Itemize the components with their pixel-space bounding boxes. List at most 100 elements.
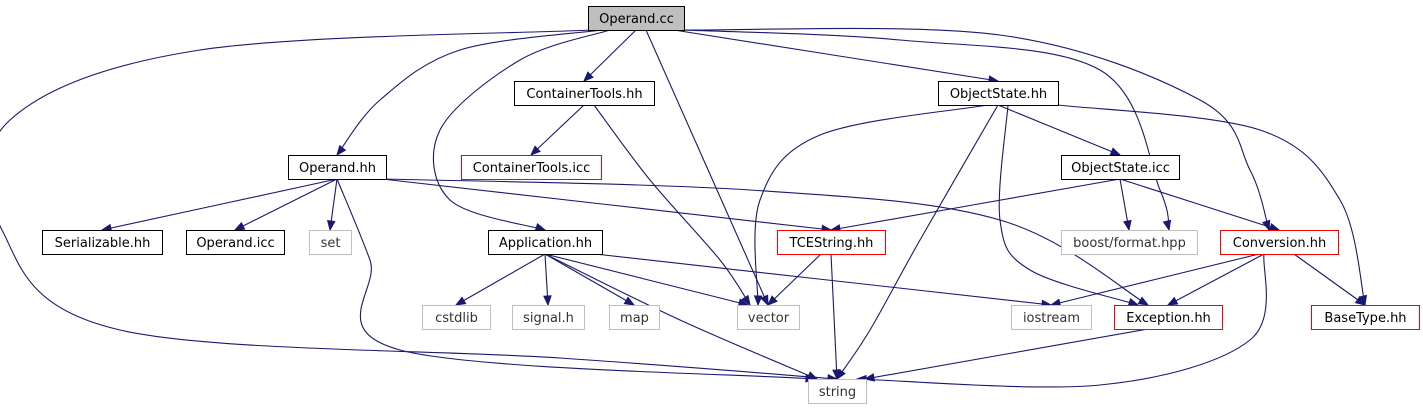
edge-line [0,29,838,380]
edge-line [864,328,1149,380]
edge-container-tools-hh-to-vector [593,104,751,307]
edge-arrowhead [233,221,246,231]
edge-object-state-icc-to-conversion-hh [1119,178,1281,232]
edge-application-hh-to-cstdlib [454,253,546,306]
edge-line [455,253,546,306]
node-box [1061,230,1198,255]
edge-line [336,29,603,156]
edge-operand-cc-to-conversion-hh [683,27,1271,232]
node-label: ContainerTools.icc [473,161,591,176]
edge-arrowhead [543,295,552,307]
node-label: Operand.cc [599,12,674,27]
node-label: ContainerTools.hh [526,87,642,102]
node-label: ObjectState.icc [1071,161,1170,176]
node-boost-format-hpp: boost/format.hpp [1061,230,1198,255]
edge-operand-cc-to-application-hh [432,29,611,232]
node-label: string [819,385,856,400]
edge-arrowhead [454,296,467,306]
edge-line [767,253,822,306]
node-label: Application.hh [499,236,592,251]
edge-arrowhead [753,295,763,307]
edge-object-state-hh-to-exception-hh [998,104,1140,307]
edge-tcestring-hh-to-string [830,253,841,381]
node-box [309,230,352,255]
node-box [1061,155,1180,180]
edge-arrowhead [1137,296,1150,306]
node-application-hh[interactable]: Application.hh [488,230,603,255]
node-signal-h: signal.h [512,305,585,330]
node-label: Operand.hh [299,161,376,176]
node-serializable-hh[interactable]: Serializable.hh [42,230,163,255]
node-tcestring-hh[interactable]: TCEString.hh [777,230,886,255]
edge-arrowhead [767,295,778,306]
edge-object-state-hh-to-vector [753,104,989,307]
edge-line [754,104,989,306]
edge-line [1167,253,1265,306]
node-label: Operand.icc [196,236,274,251]
node-base-type-hh[interactable]: BaseType.hh [1311,305,1420,330]
edge-line [645,29,769,306]
edge-conversion-hh-to-base-type-hh [1293,253,1367,306]
node-label: iostream [1023,311,1080,326]
edge-arrowhead [623,296,636,306]
edge-line [830,253,838,380]
edge-arrowhead [326,219,336,232]
node-label: set [321,236,341,251]
node-label: Exception.hh [1126,311,1211,326]
edge-operand-cc-to-operand-hh [336,29,603,157]
edge-arrowhead [863,373,876,382]
node-container-tools-icc[interactable]: ContainerTools.icc [461,155,602,180]
edge-line [1119,178,1280,231]
edge-operand-hh-to-operand-icc [233,178,338,231]
node-cstdlib: cstdlib [422,305,491,330]
node-box [588,6,685,31]
node-box [488,230,603,255]
edge-line [683,27,1270,231]
edge-conversion-hh-to-iostream [1049,253,1260,307]
node-object-state-icc[interactable]: ObjectState.icc [1061,155,1180,180]
node-label: vector [748,311,790,326]
edge-line [544,253,749,306]
edge-line [998,104,1139,306]
edge-line [101,178,338,231]
edge-object-state-hh-to-object-state-icc [997,104,1122,156]
edge-line [432,29,611,231]
edge-line [381,178,832,231]
node-map: map [609,305,660,330]
node-box [512,305,585,330]
node-label: BaseType.hh [1324,311,1406,326]
node-vector: vector [737,305,800,330]
node-label: boost/format.hpp [1073,236,1186,251]
node-exception-hh[interactable]: Exception.hh [1114,305,1223,330]
edge-arrowhead [806,371,819,380]
node-operand-icc[interactable]: Operand.icc [186,230,285,255]
node-container-tools-hh[interactable]: ContainerTools.hh [514,81,655,106]
node-operand-hh[interactable]: Operand.hh [288,155,387,180]
edge-operand-hh-to-set [326,178,338,232]
node-box [737,305,800,330]
node-label: Serializable.hh [55,236,151,251]
edge-arrowhead [534,223,547,232]
edge-operand-hh-to-string [336,178,817,383]
edge-operand-cc-to-object-state-hh [673,29,1000,84]
node-conversion-hh[interactable]: Conversion.hh [1220,230,1339,255]
node-string: string [808,379,867,404]
edge-application-hh-to-string [544,253,819,380]
edge-application-hh-to-map [544,253,636,306]
edge-line [594,253,1052,306]
edge-object-state-icc-to-tcestring-hh [829,178,1121,233]
node-box [1220,230,1339,255]
edge-arrowhead [1123,219,1132,232]
edge-operand-cc-to-boost-format-hpp [681,29,1172,232]
edge-arrowhead [336,144,347,157]
edge-line [1057,104,1366,306]
edge-arrowhead [832,369,841,381]
node-object-state-hh[interactable]: ObjectState.hh [938,81,1059,106]
node-box [461,155,602,180]
node-box [609,305,660,330]
edge-application-hh-to-iostream [594,253,1053,309]
node-label: map [620,311,649,326]
node-label: Conversion.hh [1233,236,1327,251]
edge-arrowhead [1268,222,1281,232]
edge-line [544,253,818,380]
